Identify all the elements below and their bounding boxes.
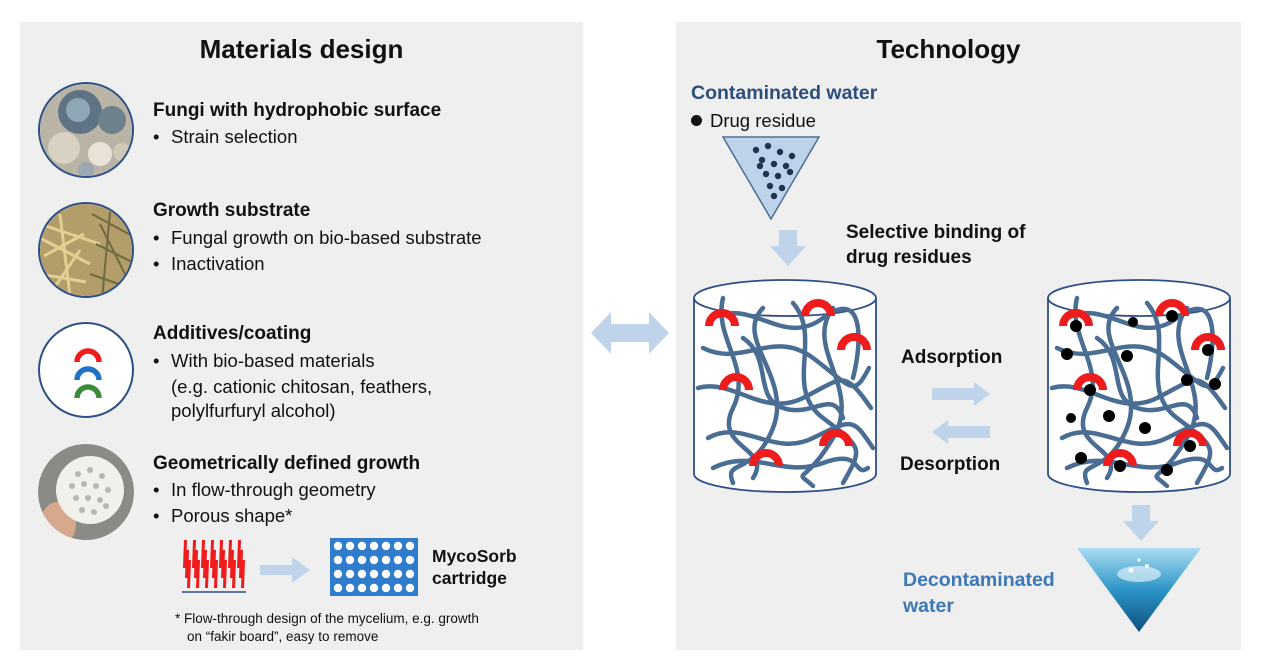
arrow-down-icon: [1123, 505, 1159, 541]
contaminated-water-funnel: [721, 136, 821, 221]
bullet-item: •Porous shape*: [153, 505, 293, 526]
adsorption-label: Adsorption: [901, 347, 1003, 368]
mycosorb-cartridge-icon: [330, 538, 418, 596]
mycelium-cylinder-after: [1047, 279, 1231, 493]
mycelium-cylinder-before: [693, 279, 877, 493]
materials-design-title: Materials design: [199, 34, 404, 64]
bullet-item: •In flow-through geometry: [153, 479, 376, 500]
bullet-item: •With bio-based materials: [153, 350, 375, 371]
cartridge-label: MycoSorb cartridge: [432, 546, 517, 588]
technology-title: Technology: [876, 34, 1021, 64]
bullet-continuation: (e.g. cationic chitosan, feathers,: [171, 376, 433, 397]
equilibrium-arrows-icon: [932, 382, 990, 444]
double-arrow-icon: [591, 312, 669, 354]
contaminated-water-label: Contaminated water: [691, 82, 878, 104]
bullet-item: •Inactivation: [153, 253, 265, 274]
footnote: * Flow-through design of the mycelium, e…: [175, 611, 479, 644]
decontaminated-water-label: Decontaminated water: [903, 569, 1055, 617]
drug-residue-legend: Drug residue: [691, 109, 816, 133]
arrow-right-icon: [260, 557, 310, 583]
drug-residue-dot-icon: [691, 115, 702, 126]
fungi-heading: Fungi with hydrophobic surface: [153, 100, 442, 121]
fungi-image: [38, 82, 134, 178]
porous-ball-image: [38, 444, 134, 540]
bullet-item: •Strain selection: [153, 126, 298, 147]
substrate-heading: Growth substrate: [153, 200, 311, 221]
selective-binding-label: Selective binding of drug residues: [846, 222, 1026, 268]
arrow-down-icon: [770, 230, 806, 266]
additives-icon-circle: [38, 322, 134, 418]
decontaminated-water-funnel: [1077, 548, 1201, 632]
bullet-item: •Fungal growth on bio-based substrate: [153, 227, 482, 248]
geometric-heading: Geometrically defined growth: [153, 453, 421, 474]
substrate-image: [38, 202, 134, 298]
additives-heading: Additives/coating: [153, 323, 312, 344]
desorption-label: Desorption: [900, 454, 1001, 475]
bullet-continuation: polylfurfuryl alcohol): [171, 400, 336, 421]
fakir-board-icon: [182, 540, 246, 593]
